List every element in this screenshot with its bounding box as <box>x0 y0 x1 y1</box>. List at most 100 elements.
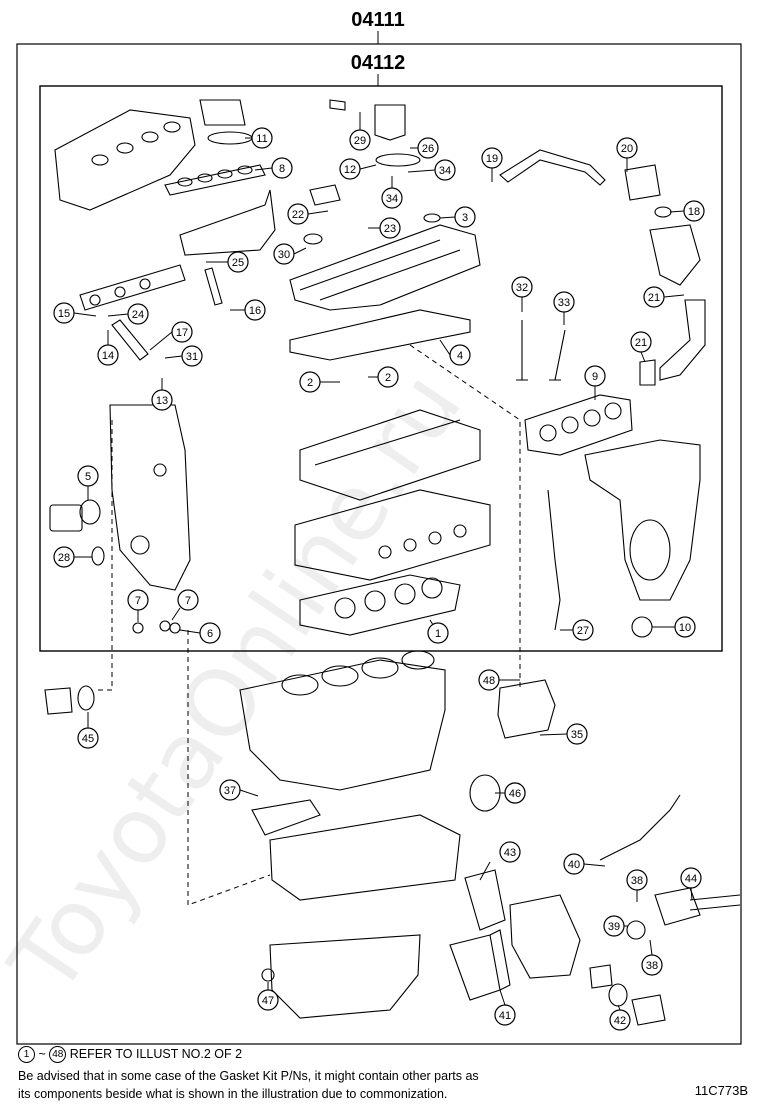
callout: 41 <box>494 989 516 1026</box>
callout: 21 <box>643 286 685 308</box>
svg-text:8: 8 <box>279 163 285 175</box>
inner-kit-number: 04112 <box>351 52 406 74</box>
callout: 7 <box>127 589 149 622</box>
svg-text:47: 47 <box>262 995 274 1007</box>
svg-text:22: 22 <box>292 209 304 221</box>
note-line-1: 1 ~ 48 REFER TO ILLUST NO.2 OF 2 <box>18 1046 243 1064</box>
part-drawings <box>44 99 741 1026</box>
callout: 45 <box>77 712 99 749</box>
svg-text:23: 23 <box>384 223 396 235</box>
range-start-circle: 1 <box>18 1046 35 1064</box>
callout: 38 <box>641 939 663 976</box>
callout: 2 <box>299 371 340 393</box>
svg-text:1: 1 <box>435 628 441 640</box>
callout: 3 <box>439 206 476 228</box>
callout: 29 <box>349 112 371 151</box>
callout: 32 <box>511 276 533 312</box>
svg-text:38: 38 <box>646 960 658 972</box>
callout: 35 <box>539 723 588 745</box>
callout: 25 <box>206 251 249 273</box>
callout: 16 <box>230 299 266 321</box>
callout: 21 <box>630 331 652 363</box>
svg-text:5: 5 <box>85 471 91 483</box>
callout: 26 <box>410 137 439 159</box>
callout: 17 <box>149 321 193 351</box>
callout: 11 <box>245 127 273 149</box>
svg-text:27: 27 <box>577 625 589 637</box>
svg-text:24: 24 <box>132 309 144 321</box>
svg-text:39: 39 <box>608 921 620 933</box>
svg-text:44: 44 <box>685 873 697 885</box>
svg-text:7: 7 <box>185 595 191 607</box>
callout: 19 <box>481 147 503 182</box>
callout: 23 <box>368 217 401 239</box>
svg-text:7: 7 <box>135 595 141 607</box>
callout: 20 <box>616 137 638 172</box>
outer-kit-number: 04111 <box>351 9 404 31</box>
svg-text:3: 3 <box>462 212 468 224</box>
svg-text:21: 21 <box>648 292 660 304</box>
svg-text:16: 16 <box>249 305 261 317</box>
svg-text:29: 29 <box>354 135 366 147</box>
svg-text:20: 20 <box>621 143 633 155</box>
svg-text:43: 43 <box>504 847 516 859</box>
callout: 30 <box>273 243 307 265</box>
callout: 43 <box>479 841 521 881</box>
callout: 40 <box>563 853 606 875</box>
callout: 34 <box>407 159 456 181</box>
callout: 44 <box>680 867 702 901</box>
callout: 28 <box>53 546 92 568</box>
svg-text:10: 10 <box>679 622 691 634</box>
callout: 27 <box>560 619 594 641</box>
svg-text:33: 33 <box>558 297 570 309</box>
svg-text:2: 2 <box>385 372 391 384</box>
svg-text:11: 11 <box>256 133 267 145</box>
callout: 9 <box>584 365 606 400</box>
svg-text:46: 46 <box>509 788 521 800</box>
svg-text:15: 15 <box>58 308 70 320</box>
range-tilde: ~ <box>38 1047 46 1061</box>
svg-text:35: 35 <box>571 729 583 741</box>
svg-text:12: 12 <box>344 164 356 176</box>
illustration-reference-code: 11C773B <box>694 1083 748 1098</box>
callout: 15 <box>53 302 97 324</box>
svg-text:41: 41 <box>499 1010 511 1022</box>
callout: 24 <box>107 303 149 325</box>
svg-text:4: 4 <box>457 350 463 362</box>
callout: 33 <box>553 291 575 325</box>
callout: 4 <box>439 339 471 366</box>
callout: 13 <box>151 378 173 411</box>
callout: 12 <box>339 158 377 180</box>
svg-text:48: 48 <box>483 675 495 687</box>
refer-text: REFER TO ILLUST NO.2 OF 2 <box>69 1047 243 1061</box>
callout: 38 <box>626 869 648 902</box>
svg-text:14: 14 <box>102 350 114 362</box>
svg-text:45: 45 <box>82 733 94 745</box>
range-end-circle: 48 <box>49 1046 67 1064</box>
callout: 31 <box>164 345 203 367</box>
svg-text:13: 13 <box>156 395 168 407</box>
callout: 34 <box>381 176 403 209</box>
callout: 8 <box>254 157 293 179</box>
callout: 39 <box>603 915 628 937</box>
callout: 10 <box>652 616 696 638</box>
svg-text:38: 38 <box>631 875 643 887</box>
callout: 2 <box>368 366 399 388</box>
callout: 42 <box>609 1004 631 1031</box>
svg-text:34: 34 <box>386 193 398 205</box>
svg-text:2: 2 <box>307 377 313 389</box>
note-line-2: Be advised that in some case of the Gask… <box>18 1069 479 1083</box>
callout: 47 <box>257 982 279 1011</box>
svg-text:21: 21 <box>635 337 647 349</box>
note-line-3: its components beside what is shown in t… <box>18 1087 448 1101</box>
svg-text:26: 26 <box>422 143 434 155</box>
svg-text:37: 37 <box>224 785 236 797</box>
outer-kit-frame <box>16 43 742 1045</box>
callout: 1 <box>427 619 449 644</box>
callout: 22 <box>287 203 329 225</box>
callout: 7 <box>171 589 199 621</box>
callouts: 1 2 2 3 4 5 6 7 7 8 9 10 11 12 13 14 15 … <box>53 112 705 1031</box>
inner-kit-frame <box>39 85 723 652</box>
callout: 18 <box>669 200 705 222</box>
